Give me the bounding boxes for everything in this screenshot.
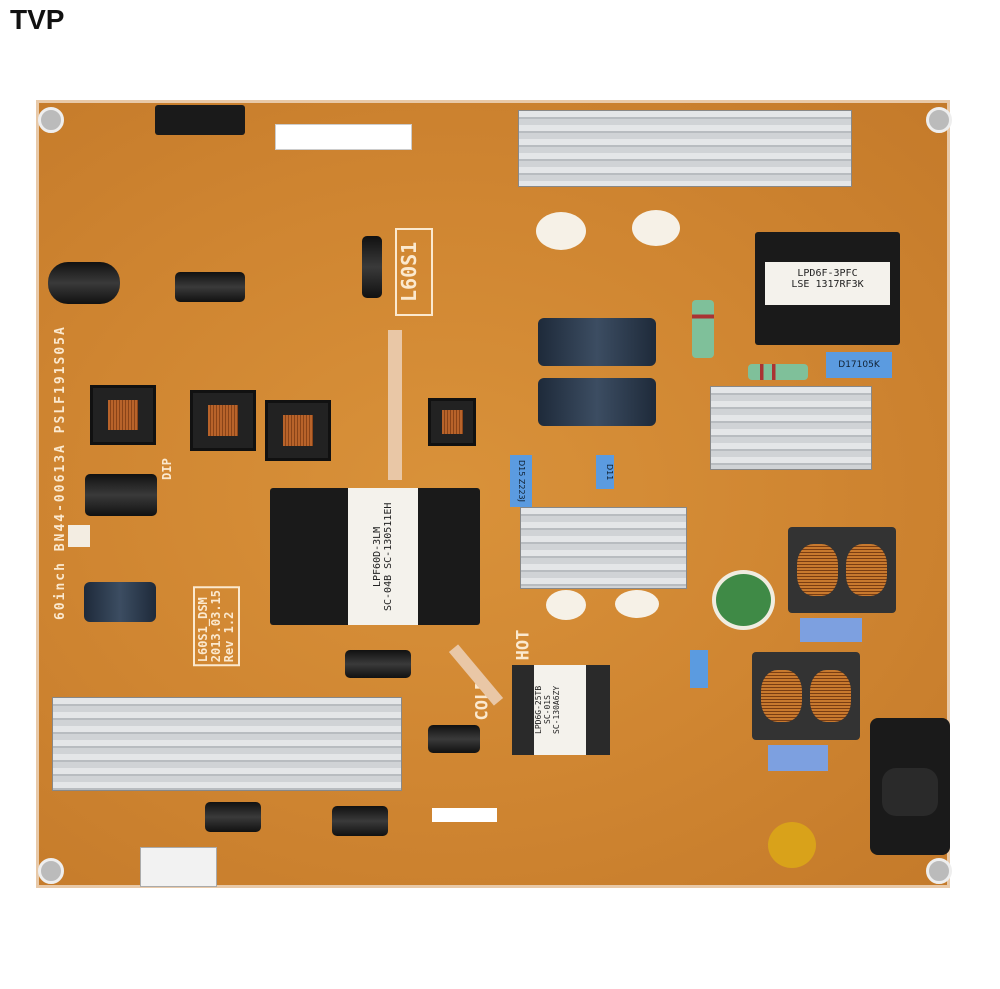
electrolytic-capacitor [175,272,245,302]
pfc-transformer: LPD6F-3PFC LSE 1317RF3K [755,232,900,345]
mounting-hole [926,107,952,133]
thermistor [632,210,680,246]
electrolytic-capacitor [538,378,656,426]
board-code-label: L60S1 [395,228,433,316]
capacitor [690,650,708,688]
board-model-label: 60inch BN44-00613A PSLF191S05A [53,325,68,620]
electrolytic-capacitor [332,806,388,836]
mounting-hole [38,858,64,884]
x-capacitor-small [768,745,828,771]
heatsink-right [710,386,872,470]
resistor [692,300,714,358]
revision-line: Rev 1.2 [222,611,236,663]
thermistor [615,590,659,618]
electrolytic-capacitor [362,236,382,298]
mounting-hole [38,107,64,133]
bottom-connector [140,847,217,887]
transformer-label: LPD6G-25TB [534,685,543,735]
varistor [712,570,775,630]
x-capacitor: D17105K [826,352,892,378]
thermistor [546,590,586,620]
mounting-hole [926,858,952,884]
x-capacitor-small [800,618,862,642]
main-transformer: LPF60D-3LM SC-04B SC-130511EH [270,488,480,625]
electrolytic-capacitor [84,582,156,622]
transformer-label: SC-130A6ZY [552,685,561,735]
electrolytic-capacitor [205,802,261,832]
hot-label: HOT [513,629,534,661]
white-component [68,525,90,547]
small-transformer [265,400,331,461]
dip-label: DIP [159,458,174,480]
barcode-sticker [275,124,412,150]
common-mode-choke [788,527,896,613]
y-capacitor [768,822,816,868]
electrolytic-capacitor [85,474,157,516]
ac-inlet-socket [870,718,950,855]
electrolytic-capacitor [345,650,411,678]
thermistor [536,212,586,250]
transformer-label: SC-01S [543,695,552,725]
transformer-label: SC-04B SC-130511EH [383,502,394,611]
logo: TVP [10,4,65,35]
transformer-label: LSE 1317RF3K [791,279,864,290]
heatsink-bottom-left [52,697,402,791]
small-transformer [90,385,156,445]
standby-transformer: LPD6G-25TB SC-01S SC-130A6ZY [512,665,610,755]
electrolytic-capacitor [428,725,480,753]
common-mode-choke [752,652,860,740]
serial-sticker [432,808,497,822]
electrolytic-capacitor [48,262,120,304]
resistor [748,364,808,380]
transformer-label: LPF60D-3LM [372,526,383,587]
electrolytic-capacitor [538,318,656,366]
top-connector [155,105,245,135]
small-transformer [190,390,256,451]
revision-block: L60S1_DSM 2013.03.15 Rev 1.2 [193,586,240,667]
heatsink-middle [520,507,687,589]
capacitor-d15: D15 Z223J [510,455,532,507]
capacitor-d11: D11 [596,455,614,489]
heatsink-top [518,110,852,187]
isolation-line [388,330,402,480]
small-transformer [428,398,476,446]
transformer-label: LPD6F-3PFC [797,268,858,279]
